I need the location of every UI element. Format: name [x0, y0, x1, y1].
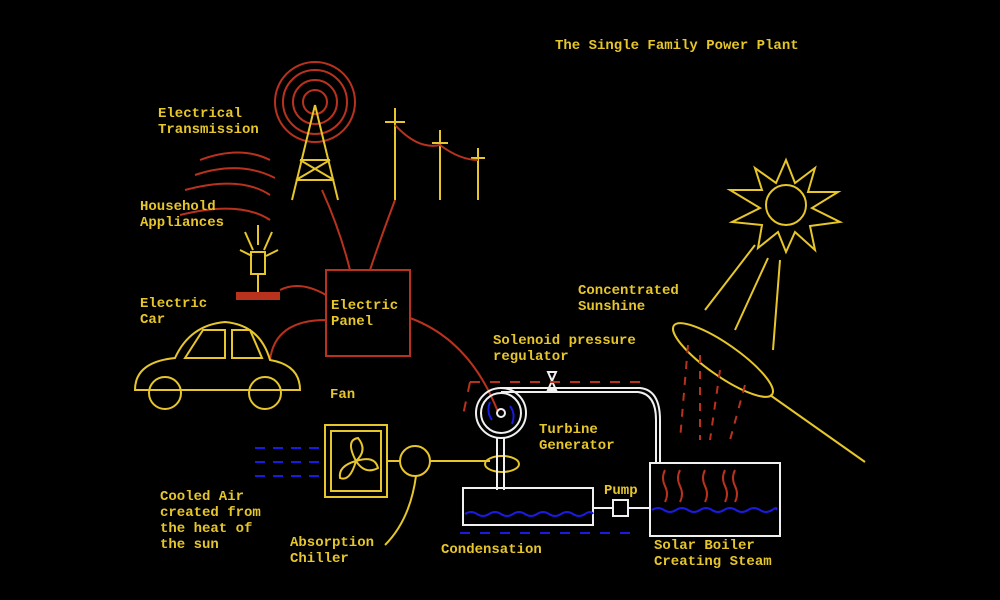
absorption-chiller-icon — [399, 445, 431, 477]
sun-icon — [704, 157, 844, 351]
condensation-tank — [462, 487, 594, 526]
power-poles-icon — [385, 108, 485, 200]
fan-icon — [324, 424, 388, 498]
pump-icon — [612, 499, 629, 517]
electric-car-icon — [133, 320, 302, 410]
diagram-title: The Single Family Power Plant — [555, 38, 799, 54]
label-pump: Pump — [604, 483, 638, 499]
solenoid-valve-icon — [546, 371, 558, 391]
light-bulb-icon — [236, 225, 280, 300]
cool-air-arrows — [255, 447, 320, 477]
solar-concentrator-dish-icon — [672, 322, 866, 463]
transmission-tower-icon — [274, 61, 356, 201]
turbine-generator-icon — [475, 387, 661, 490]
wires — [269, 189, 499, 413]
label-fan: Fan — [330, 387, 355, 403]
appliance-waves-icon — [179, 151, 276, 221]
condenser-coil-icon — [484, 455, 520, 473]
chiller-pipes — [384, 460, 490, 546]
solar-boiler-tank — [649, 462, 781, 537]
label-condensation: Condensation — [441, 542, 542, 558]
electric-panel-box — [325, 269, 411, 357]
